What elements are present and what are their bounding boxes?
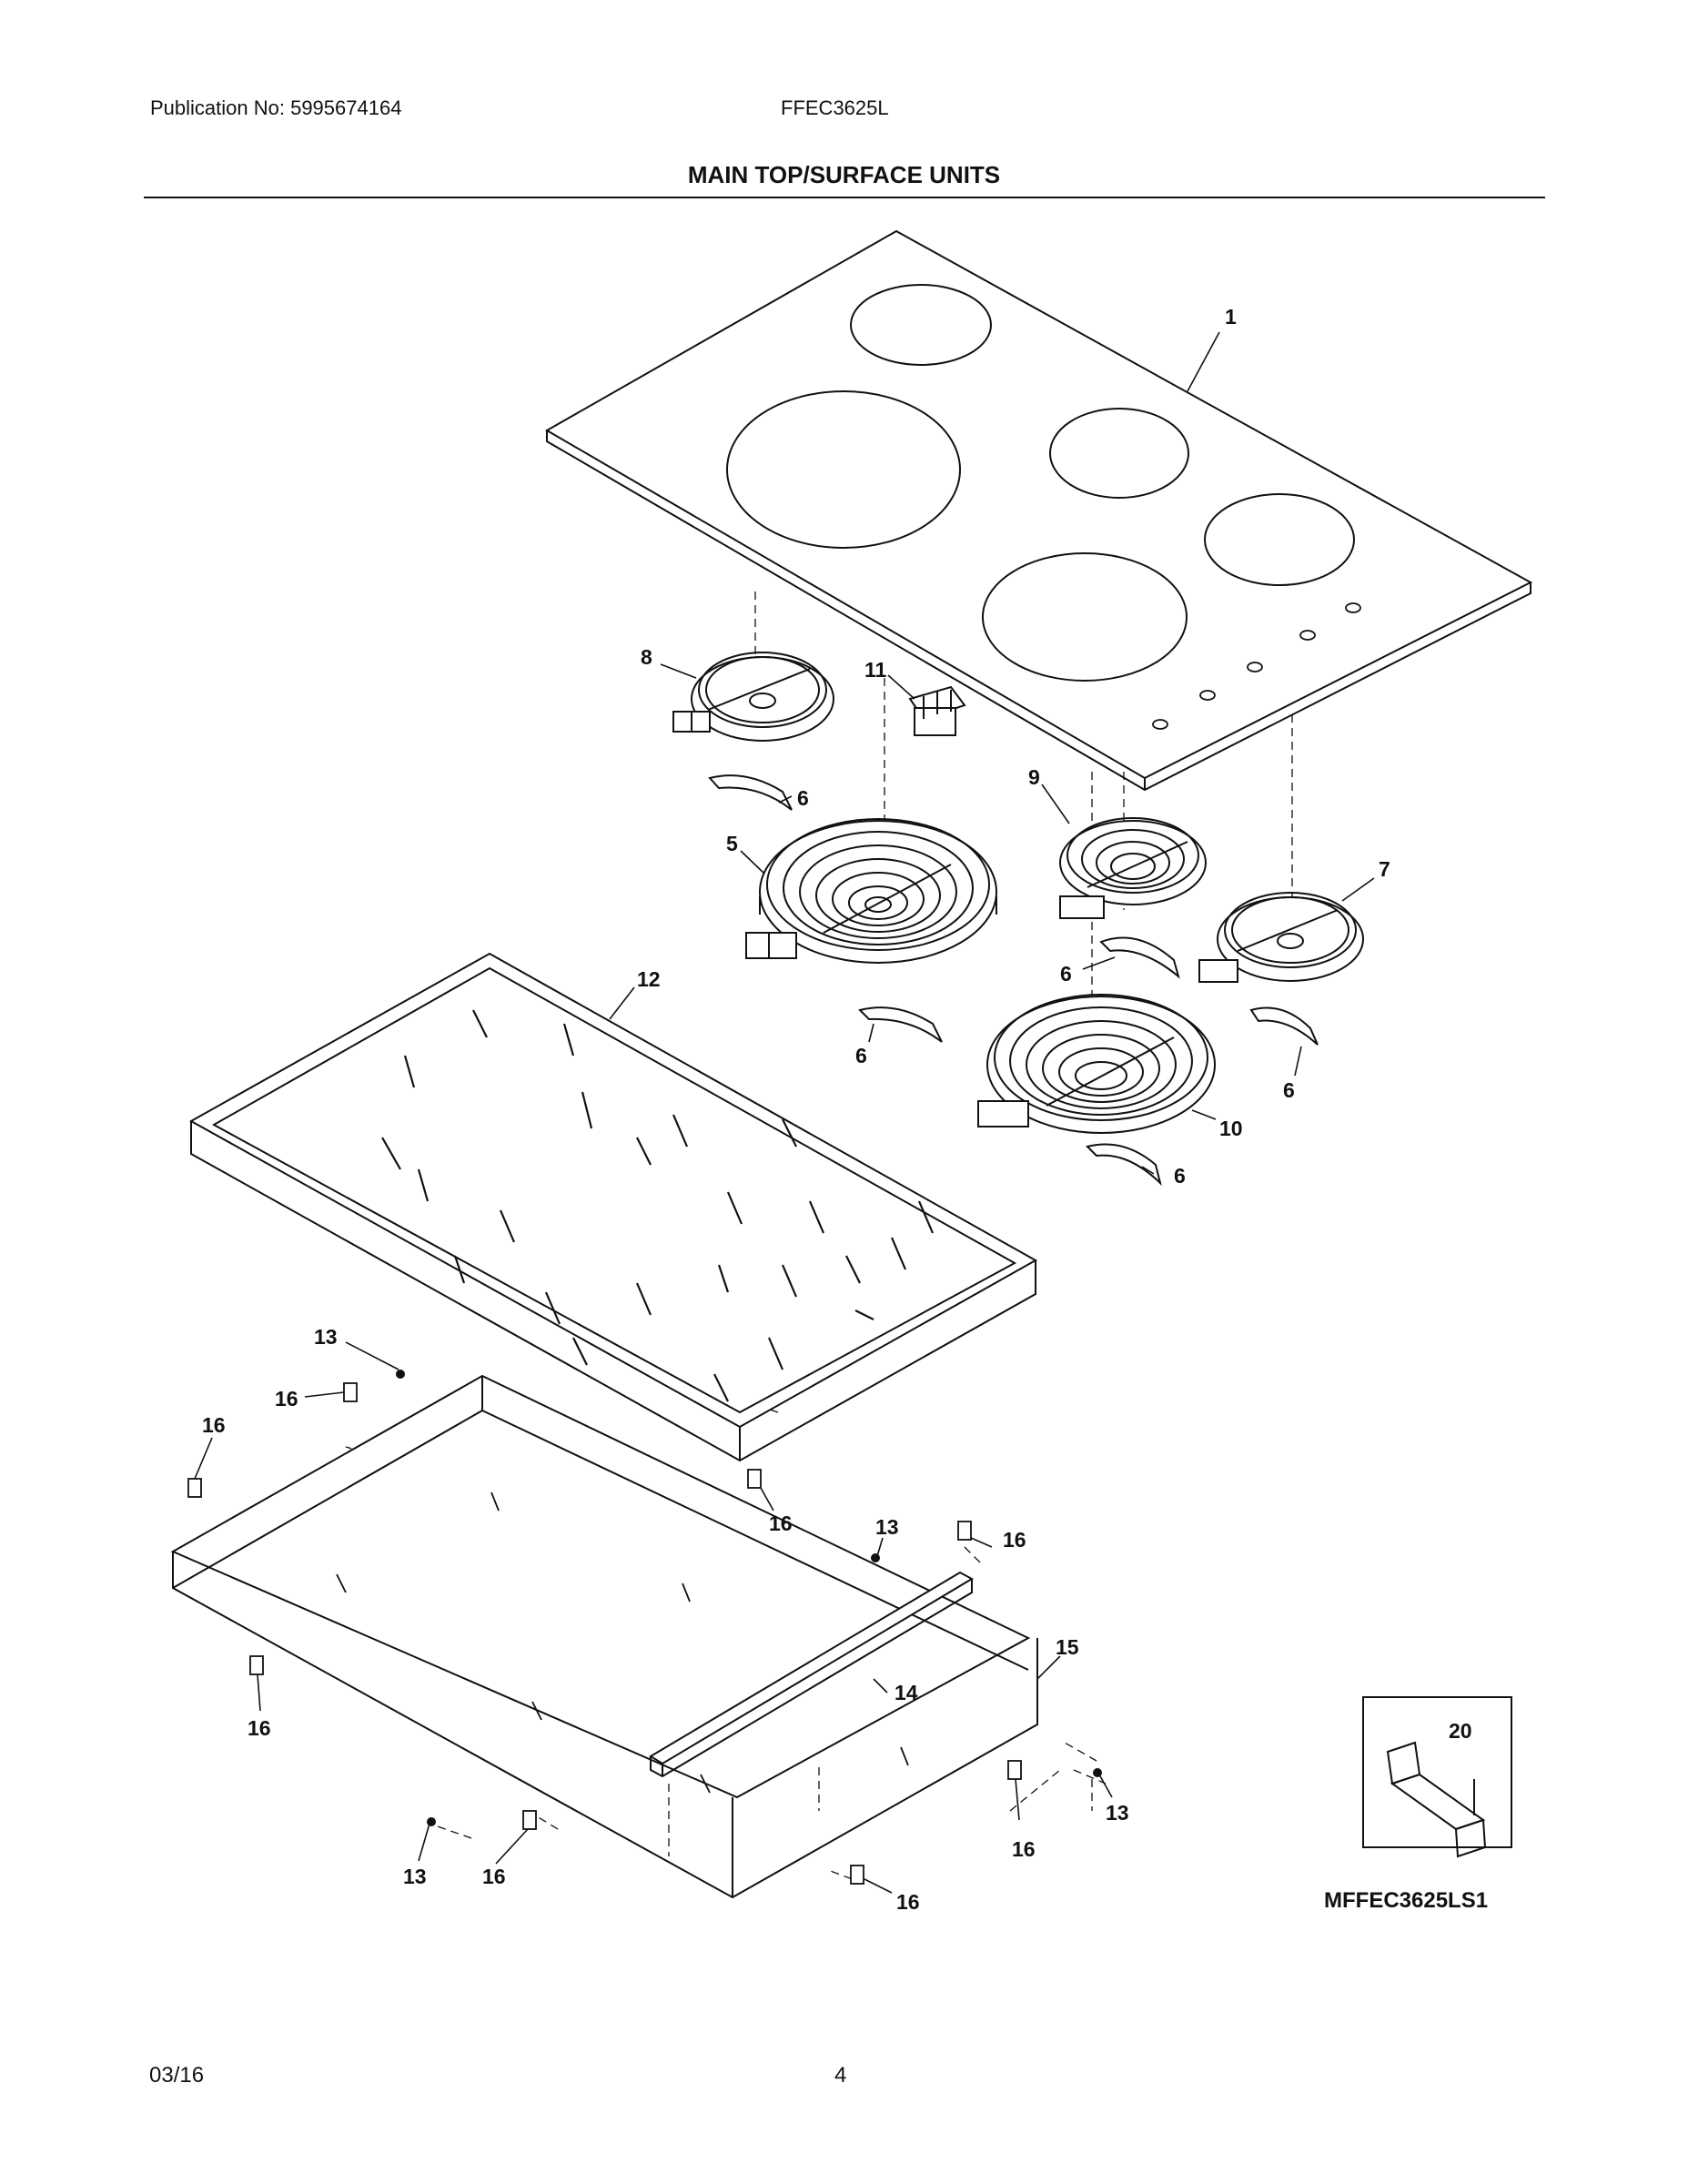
callout-12: 12: [637, 967, 661, 991]
page-title: MAIN TOP/SURFACE UNITS: [687, 161, 1001, 188]
part-14-rail: [649, 1571, 975, 1778]
part-11-terminal-block: [908, 685, 966, 736]
callout-16-c: 16: [769, 1512, 793, 1535]
callout-10: 10: [1219, 1117, 1243, 1140]
callout-11: 11: [864, 658, 887, 682]
callout-6-a: 6: [797, 786, 809, 810]
model-number: FFEC3625L: [781, 96, 889, 119]
callout-14: 14: [895, 1681, 918, 1704]
part-1-glass-cooktop: [544, 229, 1533, 792]
part-6-clip-b: [1099, 936, 1180, 979]
callout-15: 15: [1056, 1635, 1079, 1659]
callout-6-c: 6: [855, 1044, 867, 1067]
callout-8: 8: [641, 645, 652, 669]
part-6-clip-e: [1086, 1143, 1162, 1187]
part-5-large-element: [745, 818, 997, 964]
part-6-clip-d: [1249, 1006, 1319, 1046]
page-number: 4: [834, 2063, 847, 2088]
callout-16-g: 16: [482, 1865, 506, 1888]
callout-13-b: 13: [875, 1515, 899, 1539]
part-7-radiant-element: [1198, 892, 1364, 983]
part-8-radiant-element: [672, 652, 834, 742]
callout-6-e: 6: [1174, 1164, 1186, 1188]
header-divider: [144, 197, 1545, 198]
callout-16-f: 16: [1012, 1837, 1036, 1861]
publication-number: Publication No: 5995674164: [150, 96, 402, 119]
part-9-small-element: [1059, 817, 1207, 919]
callout-16-e: 16: [248, 1716, 271, 1740]
part-12-support-pan: [188, 952, 1038, 1462]
part-10-large-element: [977, 994, 1216, 1134]
callout-16-a: 16: [275, 1387, 298, 1410]
callout-5: 5: [726, 832, 738, 855]
callout-16-b: 16: [202, 1413, 226, 1437]
part-6-clip-c: [858, 1006, 943, 1043]
callout-7: 7: [1379, 857, 1390, 881]
callout-13-a: 13: [314, 1325, 338, 1349]
callout-1: 1: [1225, 305, 1237, 329]
callout-20: 20: [1449, 1719, 1472, 1743]
callout-13-c: 13: [1106, 1801, 1129, 1825]
callout-13-d: 13: [403, 1865, 427, 1888]
part-15-lower-box: [170, 1374, 1038, 1899]
callout-9: 9: [1028, 765, 1040, 789]
part-6-clip-a: [708, 774, 793, 811]
diagram-code: MFFEC3625LS1: [1324, 1888, 1489, 1913]
callout-6-b: 6: [1060, 962, 1072, 986]
callout-6-d: 6: [1283, 1078, 1295, 1102]
footer-date: 03/16: [149, 2063, 205, 2088]
inset-part-20: [1362, 1696, 1512, 1858]
callout-16-h: 16: [896, 1890, 920, 1914]
callout-16-d: 16: [1003, 1528, 1026, 1552]
